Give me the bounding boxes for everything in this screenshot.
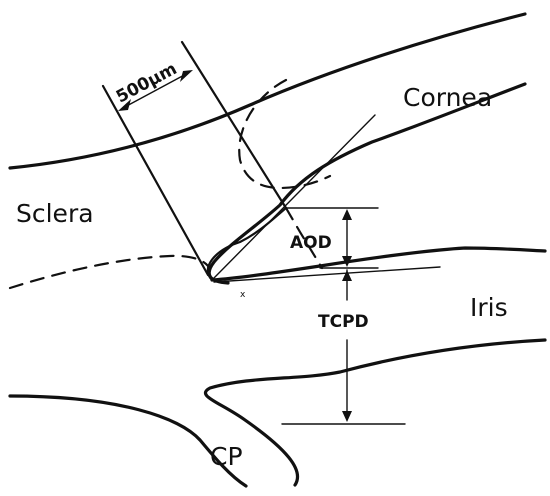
cp-label: CP bbox=[210, 442, 243, 471]
dashed-angle-segment bbox=[284, 206, 324, 270]
dashed-scleral-boundary bbox=[8, 254, 212, 290]
sclera-label: Sclera bbox=[16, 199, 94, 228]
scale-line-right bbox=[180, 40, 288, 210]
aod-arrow-up bbox=[342, 209, 352, 220]
cornea-label: Cornea bbox=[403, 83, 492, 112]
inner-cornea-boundary bbox=[207, 82, 527, 285]
angle-recess-curve bbox=[206, 206, 288, 282]
angle-tangent-line-lower bbox=[213, 266, 441, 283]
scale-line-left bbox=[101, 84, 210, 277]
outer-sclera-cornea-boundary bbox=[8, 12, 527, 170]
aod-arrow-down bbox=[342, 256, 352, 267]
iris-upper-surface bbox=[210, 246, 547, 282]
scale-arrow-head-left bbox=[118, 99, 131, 111]
tcpd-arrow-down bbox=[342, 411, 352, 422]
marker-label: x bbox=[240, 290, 246, 300]
ciliary-body-boundary bbox=[8, 394, 248, 488]
tcpd-arrow-up bbox=[342, 270, 352, 281]
scale-arrow-head-right bbox=[180, 70, 193, 82]
aod-label: AOD bbox=[290, 233, 332, 253]
dashed-schwalbe-contour bbox=[238, 78, 332, 190]
iris-label: Iris bbox=[470, 293, 508, 322]
tcpd-label: TCPD bbox=[318, 312, 369, 332]
scale-arrow-shaft bbox=[122, 72, 189, 109]
angle-tangent-line-upper bbox=[213, 114, 376, 279]
iris-lower-surface bbox=[203, 338, 547, 487]
